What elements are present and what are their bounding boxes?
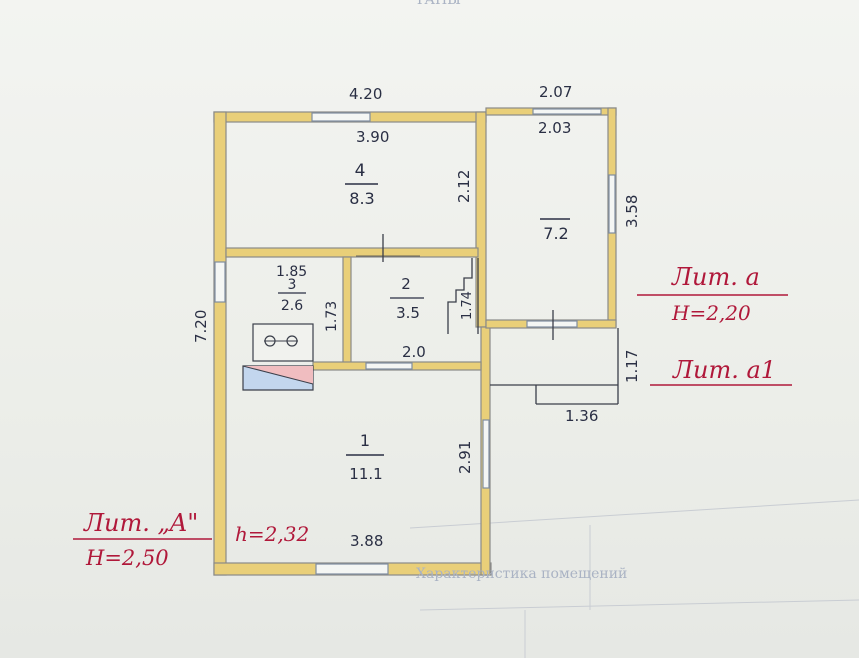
room2-number: 2	[401, 275, 411, 293]
room1-height: h=2,32	[235, 522, 309, 546]
room3-number: 3	[288, 277, 297, 293]
window-room1-bottom	[315, 563, 389, 575]
faded-footer-text: Характеристика помещений	[416, 566, 627, 582]
dim-room2-bottom: 2.0	[402, 343, 426, 361]
room1-number: 1	[360, 431, 370, 450]
room4-area: 8.3	[349, 189, 374, 208]
dim-annex-top-inner: 2.03	[538, 119, 571, 137]
dim-porch-side: 1.17	[623, 350, 641, 383]
room2-area: 3.5	[396, 304, 420, 322]
dim-annex-side: 3.58	[623, 195, 641, 228]
room-labels: 4 8.3 3 2.6 2 3.5 1 11.1 7.2	[278, 161, 570, 483]
porch-outline	[490, 328, 619, 405]
dim-main-top-outer: 4.20	[349, 85, 382, 103]
wall-room4-bottom	[225, 247, 479, 258]
window-annex-bottom	[526, 320, 578, 328]
dim-room1-side: 2.91	[456, 441, 474, 474]
window-room4-top	[311, 112, 371, 122]
annotations: Лит. а H=2,20 Лит. а1 Лит. „A" H=2,50 h=…	[73, 263, 792, 570]
dim-room3-width: 1.85	[276, 264, 307, 280]
dim-stair-side: 1.74	[460, 291, 475, 320]
dim-main-left: 7.20	[192, 310, 210, 343]
room3-area: 2.6	[281, 298, 303, 314]
room1-area: 11.1	[349, 465, 382, 483]
dim-main-bottom: 3.88	[350, 532, 383, 550]
window-annex-top	[532, 108, 602, 115]
window-room3-left	[214, 261, 226, 303]
window-annex-right	[608, 174, 616, 234]
lit-a1-label: Лит. а1	[672, 356, 776, 384]
dim-room3-side: 1.73	[324, 301, 340, 332]
dim-main-top-inner: 3.90	[356, 128, 389, 146]
door-marks	[356, 234, 554, 340]
annex-room-area: 7.2	[543, 224, 568, 243]
dimension-labels: 4.20 3.90 2.07 2.03 3.58 2.12 7.20 1.85 …	[192, 83, 641, 550]
header-fragment: ТАНЫ	[415, 0, 461, 8]
window-room2-bottom	[365, 362, 413, 370]
dim-room4-side: 2.12	[455, 170, 473, 203]
lit-a-small-label: Лит. а	[671, 263, 760, 291]
stove	[242, 323, 314, 391]
lit-A-height: H=2,50	[85, 546, 169, 570]
wall-left-main	[213, 111, 227, 576]
wall-room3-right	[342, 256, 352, 366]
stair	[447, 258, 479, 334]
dim-porch-bottom: 1.36	[565, 407, 598, 425]
lit-a-small-height: H=2,20	[671, 301, 751, 325]
windows	[214, 108, 616, 575]
dim-annex-top-outer: 2.07	[539, 83, 572, 101]
room4-number: 4	[355, 161, 366, 181]
lit-A-label: Лит. „A"	[83, 509, 198, 537]
window-room1-right	[482, 419, 490, 489]
